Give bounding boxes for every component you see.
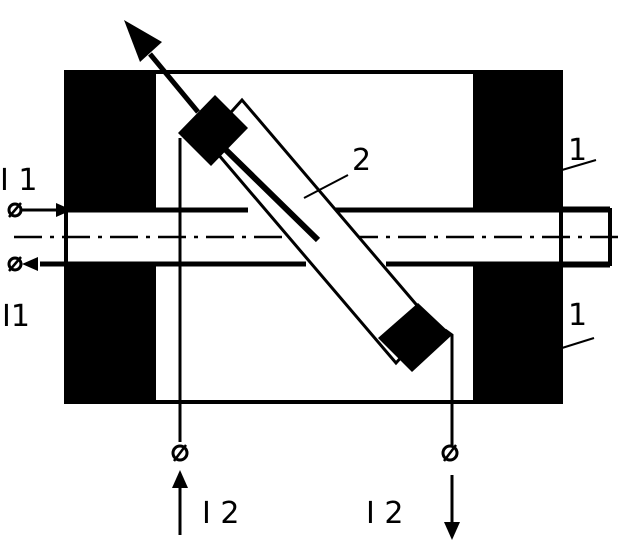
terminal-left-bottom <box>7 256 23 272</box>
tube-inner-strip <box>223 147 321 243</box>
pole-lower-right <box>473 262 561 402</box>
bottom-right-arrow-head <box>444 522 460 540</box>
top-arrow-shaft <box>148 52 200 114</box>
left-top-arrow-head <box>56 203 72 217</box>
label-part-1-upper: 1 <box>568 133 587 168</box>
leader-part-1-upper <box>561 159 597 171</box>
label-current-left-output: I1 <box>2 299 30 334</box>
terminal-left-top <box>7 202 23 218</box>
label-current-bottom-right: I 2 <box>366 496 403 531</box>
label-current-bottom-left: I 2 <box>202 496 239 531</box>
label-part-2: 2 <box>352 143 371 178</box>
top-arrow-head <box>124 20 162 62</box>
label-part-1-lower: 1 <box>568 298 587 333</box>
pole-upper-left-corner <box>66 72 86 92</box>
terminal-bottom-right <box>441 444 459 462</box>
lead-right <box>444 328 454 445</box>
bottom-left-arrow-head <box>172 470 188 488</box>
label-current-left-input: I 1 <box>0 163 37 198</box>
left-bottom-arrow-head <box>22 257 38 271</box>
pole-upper-right <box>473 72 561 212</box>
pole-lower-left <box>66 262 156 402</box>
inclined-tube <box>178 95 452 372</box>
pole-upper-left <box>66 72 156 212</box>
tube-top-cap <box>178 95 248 166</box>
terminal-bottom-left <box>171 444 189 462</box>
tube-bottom-cap <box>378 303 452 372</box>
leader-part-2 <box>303 174 349 199</box>
leader-part-1-lower <box>561 337 595 349</box>
